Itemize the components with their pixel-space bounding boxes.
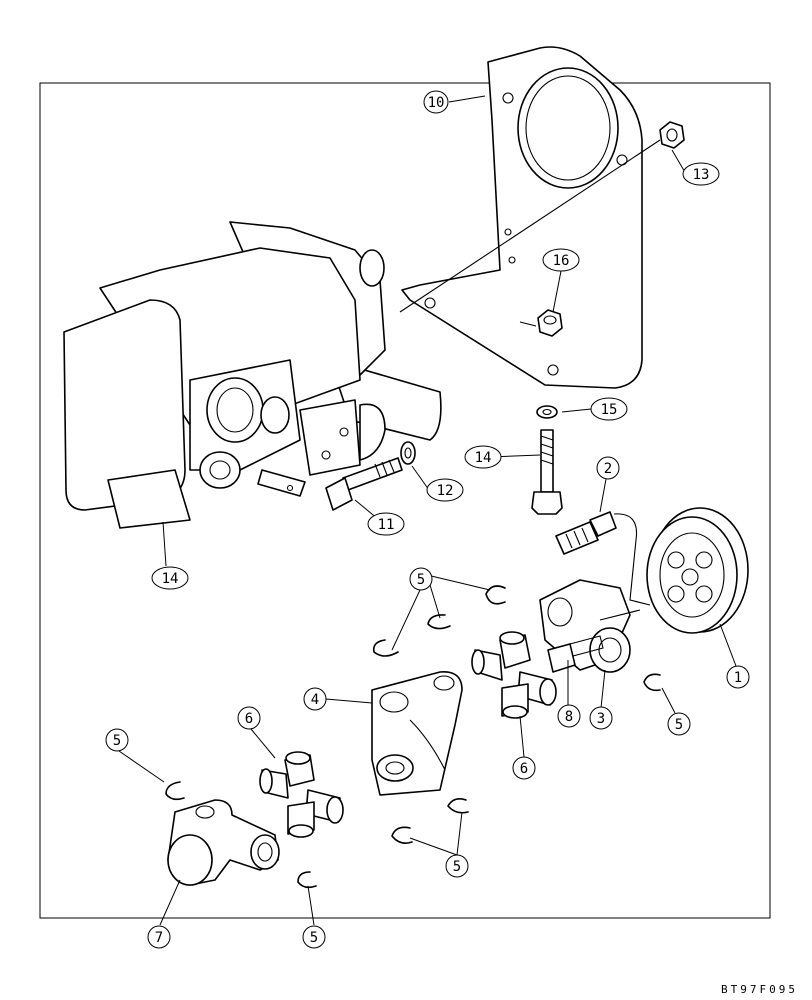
callout-label-5: 5 (417, 572, 425, 588)
callout-10: 11 (367, 512, 405, 536)
callout-11: 12 (426, 478, 464, 502)
callout-label-5: 5 (113, 733, 121, 749)
callout-14: 14 (464, 445, 502, 469)
diagram-frame (39, 82, 771, 919)
callout-2: 2 (596, 456, 620, 480)
callout-label-11: 12 (437, 483, 454, 499)
callout-16: 16 (542, 248, 580, 272)
callout-6-right: 6 (512, 756, 536, 780)
callout-label-4: 4 (311, 692, 319, 708)
callout-label-6: 6 (520, 761, 528, 777)
callout-label-14: 14 (475, 450, 492, 466)
part-1-flange (646, 507, 749, 634)
callout-5-bottom: 5 (302, 925, 326, 949)
callout-15: 15 (590, 397, 628, 421)
part-11-washer (400, 441, 416, 465)
callout-8: 8 (557, 704, 581, 728)
part-4-yoke (371, 671, 463, 796)
callout-7: 7 (147, 925, 171, 949)
part-14-bolt (531, 429, 563, 515)
callout-label-8: 8 (565, 709, 573, 725)
callout-label-3: 3 (597, 711, 605, 727)
callout-5-right: 5 (667, 712, 691, 736)
callout-label-5: 5 (310, 930, 318, 946)
part-9-mounting-bracket (399, 46, 661, 389)
callout-1: 1 (726, 665, 750, 689)
callout-label-1: 1 (734, 670, 742, 686)
callout-label-12: 13 (693, 167, 710, 183)
part-5-snap-rings (165, 585, 661, 889)
part-12-nut (659, 121, 685, 149)
callout-label-9: 10 (428, 95, 445, 111)
callout-3: 3 (589, 706, 613, 730)
callout-5-bottom-center: 5 (445, 854, 469, 878)
part-6-cross-bearing-left (259, 751, 344, 838)
callout-label-7: 7 (155, 930, 163, 946)
callout-label-5: 5 (675, 717, 683, 733)
part-7-yoke (167, 799, 280, 886)
drawing-reference-code: BT97F095 (721, 983, 798, 996)
callout-label-10: 11 (378, 517, 395, 533)
callout-6-left: 6 (237, 706, 261, 730)
callout-5-top: 5 (409, 567, 433, 591)
part-10-bolt (325, 457, 403, 511)
callout-label-6: 6 (245, 711, 253, 727)
callout-label-5: 5 (453, 859, 461, 875)
callout-label-13: 14 (162, 571, 179, 587)
callout-4: 4 (303, 687, 327, 711)
callout-9: 10 (423, 90, 449, 114)
part-6-cross-bearing-right (471, 631, 557, 719)
part-16-nut (519, 309, 563, 337)
callout-5-left: 5 (105, 728, 129, 752)
callout-label-2: 2 (604, 461, 612, 477)
callout-label-16: 16 (553, 253, 570, 269)
callout-label-15: 15 (601, 402, 618, 418)
part-2-fitting (555, 511, 651, 606)
callout-12: 13 (682, 162, 720, 186)
callout-13: 14 (151, 566, 189, 590)
part-13-hydraulic-pump (63, 221, 442, 529)
part-15-washer (536, 405, 558, 419)
